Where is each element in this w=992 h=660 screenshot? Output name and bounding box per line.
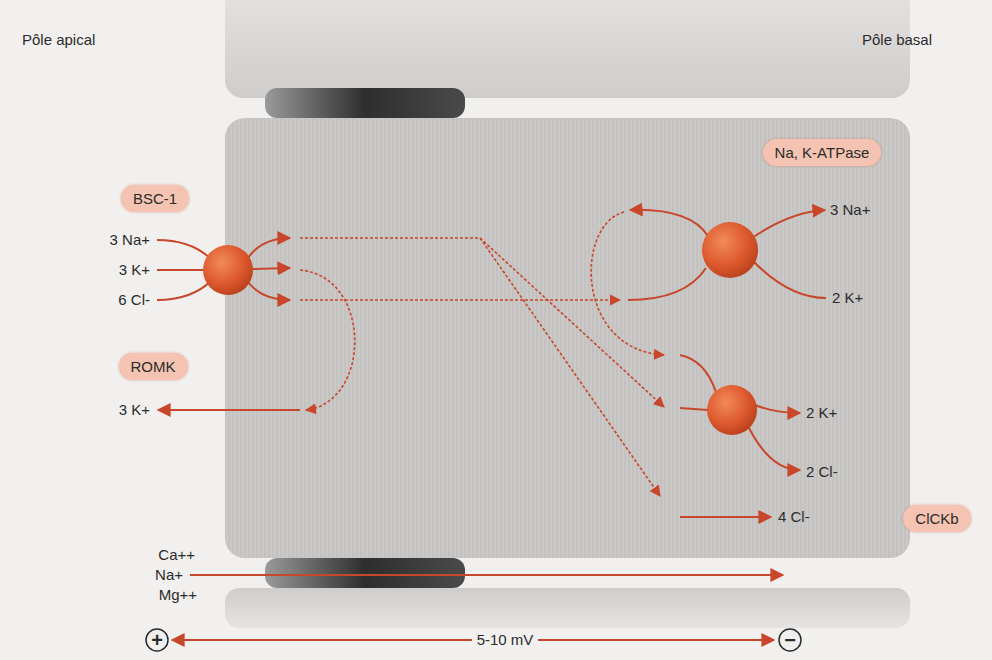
- transporter-label: BSC-1: [121, 185, 189, 212]
- intracellular-paths: [300, 212, 664, 496]
- ion-label: Mg++: [159, 586, 197, 604]
- transporter-name: ClCKb: [915, 510, 958, 527]
- cotransporter: [203, 245, 253, 295]
- ion-label: 3 Na+: [830, 201, 870, 219]
- tubular-cell: [225, 118, 910, 558]
- ion-label: 4 Cl-: [778, 508, 810, 526]
- ion-label: 3 Na+: [110, 231, 150, 249]
- transporter-label: ROMK: [119, 353, 188, 380]
- potential-label: +: [151, 631, 163, 649]
- tight-junction: [265, 88, 465, 118]
- ion-label: 3 K+: [119, 401, 150, 419]
- transporter-name: Na, K-ATPase: [775, 144, 870, 161]
- polarity-circle: [146, 629, 168, 651]
- ion-label: 2 Cl-: [806, 463, 838, 481]
- pole-label: Pôle basal: [862, 31, 932, 49]
- tight-junction: [265, 558, 465, 588]
- potential-label: 5-10 mV: [472, 631, 539, 649]
- transporter-label: Na, K-ATPase: [763, 139, 882, 166]
- pole-label: Pôle apical: [22, 31, 95, 49]
- flux-arrows: [157, 210, 826, 640]
- transporter-name: BSC-1: [133, 190, 177, 207]
- transporter-label: ClCKb: [903, 505, 970, 532]
- upper-cell: [225, 0, 910, 98]
- ion-label: 2 K+: [806, 404, 837, 422]
- atpase-pump: [702, 222, 758, 278]
- ion-label: 2 K+: [832, 289, 863, 307]
- kcc-cotransporter: [707, 385, 757, 435]
- ion-label: Na+: [155, 566, 183, 584]
- lower-cell: [225, 588, 910, 628]
- ion-label: 3 K+: [119, 261, 150, 279]
- transporter-name: ROMK: [131, 358, 176, 375]
- polarity-circle: [779, 629, 801, 651]
- ion-label: Ca++: [158, 546, 195, 564]
- ion-label: 6 Cl-: [118, 291, 150, 309]
- potential-label: −: [784, 631, 796, 649]
